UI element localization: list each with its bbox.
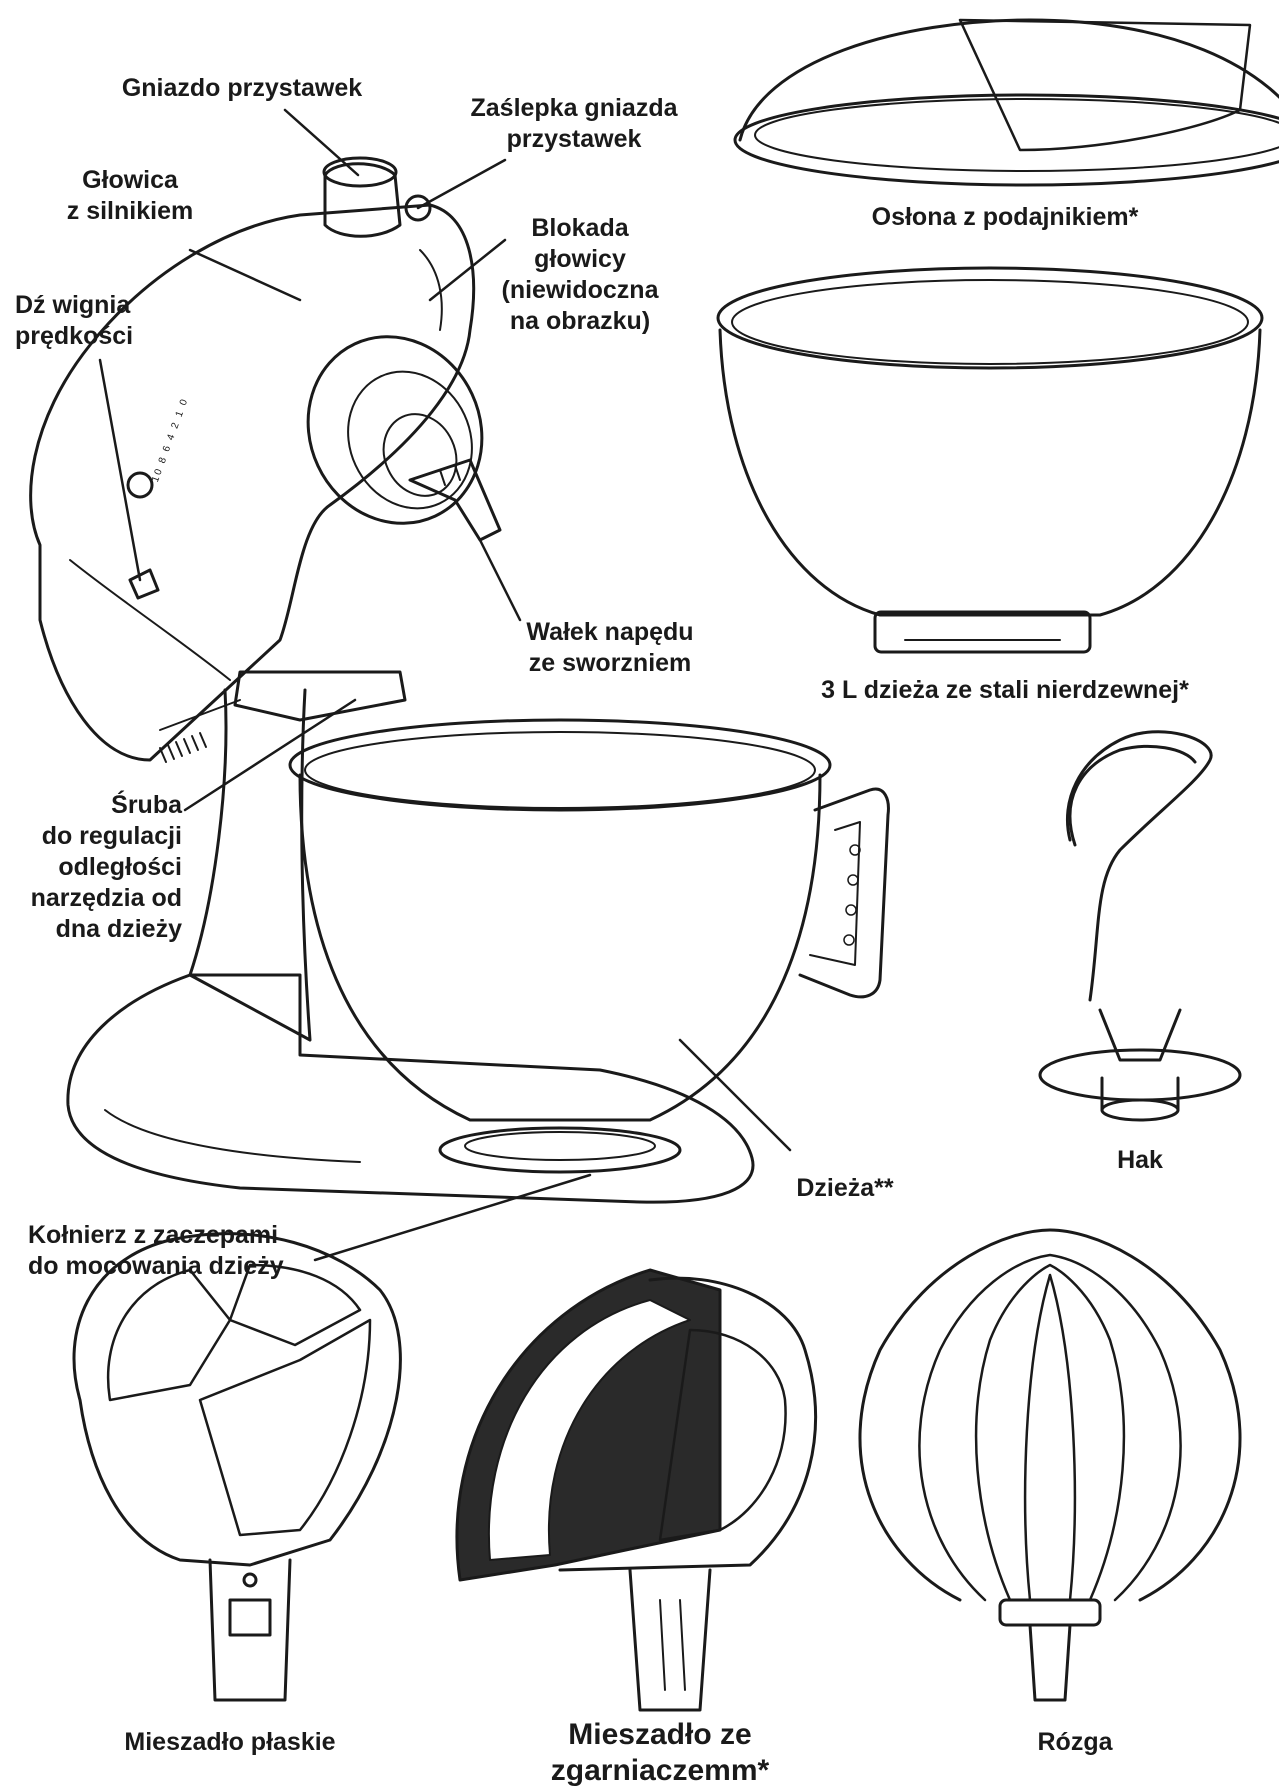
label-height-screw: Śruba do regulacji odległości narzędzia … — [30, 791, 182, 943]
mixer-base — [66, 973, 755, 1204]
mixer-column — [188, 688, 312, 1042]
motor-head — [29, 203, 476, 762]
clamping-plate — [438, 1126, 682, 1174]
bowl-body — [298, 773, 822, 1122]
label-flat-beater: Mieszadło płaskie — [124, 1728, 336, 1756]
hub-cover-knob — [404, 194, 432, 222]
label-speed-lever: Dź wignia prędkości — [15, 291, 134, 350]
stand-mixer — [29, 156, 890, 1204]
dough-hook-illustration — [1038, 730, 1242, 1122]
label-steel-bowl: 3 L dzieża ze stali nierdzewnej* — [821, 676, 1189, 704]
label-flex-beater: Mieszadło ze zgarniaczemm* — [550, 1718, 770, 1787]
bowl-handle — [798, 787, 890, 999]
label-dough-hook: Hak — [1117, 1146, 1163, 1174]
flat-beater-illustration — [72, 1232, 402, 1702]
speed-lever — [128, 568, 160, 600]
label-hub-cover: Zaślepka gniazda przystawek — [470, 94, 678, 153]
label-motor-head: Głowica z silnikiem — [66, 166, 194, 225]
bowl-rim — [288, 718, 832, 812]
label-drive-shaft: Wałek napędu ze sworzniem — [526, 618, 694, 677]
drive-shaft — [408, 458, 502, 542]
label-attachment-hub: Gniazdo przystawek — [121, 74, 363, 102]
label-bowl: Dzieża** — [796, 1174, 894, 1202]
steel-bowl — [716, 266, 1264, 654]
label-pour-shield: Osłona z podajnikiem* — [871, 203, 1139, 231]
attachment-hub — [323, 162, 402, 238]
label-clamping-plate: Kołnierz z zaczepami do mocowania dzieży — [28, 1221, 284, 1280]
leader-lines — [98, 108, 792, 1262]
wire-whip-illustration — [858, 1228, 1242, 1702]
pouring-shield — [733, 18, 1279, 187]
planetary-housing — [306, 335, 484, 525]
flex-beater-illustration — [455, 1268, 817, 1712]
label-wire-whip: Rózga — [1037, 1728, 1113, 1756]
label-head-lock: Blokada głowicy (niewidoczna na obrazku) — [501, 214, 659, 335]
